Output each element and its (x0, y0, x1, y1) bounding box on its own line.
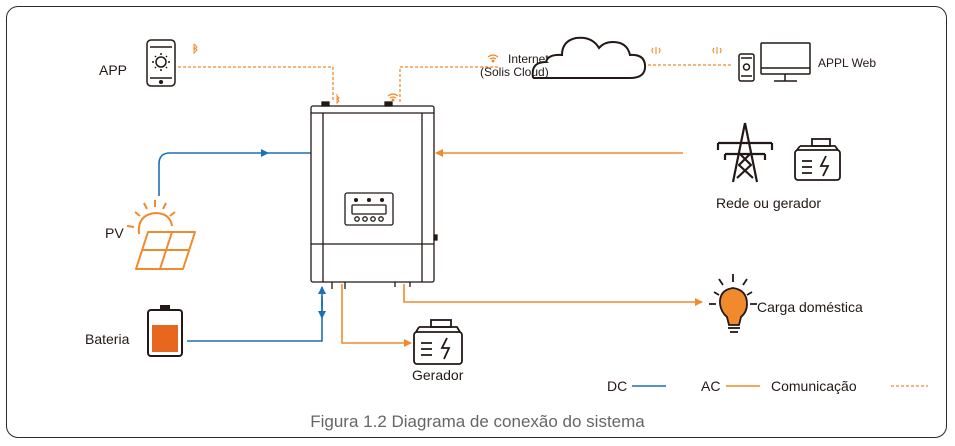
solar-panel-icon (126, 200, 196, 270)
generator-icon (794, 138, 841, 181)
cloud-icon (531, 36, 647, 79)
legend-dc-label: DC (607, 378, 628, 394)
inverter (310, 101, 438, 289)
app-comm-line (178, 66, 334, 102)
battery-dc-line (187, 296, 323, 342)
carga-label: Carga doméstica (757, 299, 863, 315)
bateria-label: Bateria (85, 331, 130, 347)
bluetooth-icon (193, 43, 340, 105)
internet-label-line2: (Solis Cloud) (480, 65, 549, 79)
wifi-icon (387, 54, 499, 102)
app-label: APP (99, 62, 128, 78)
internet-label-line1: Internet (508, 52, 549, 66)
generator-ac-line (341, 284, 412, 347)
communication-lines (178, 64, 732, 102)
pv-label: PV (105, 225, 124, 241)
rede-gerador-label: Rede ou gerador (716, 195, 822, 211)
legend-comm-label: Comunicação (771, 378, 857, 394)
generator-bottom-icon (413, 319, 463, 365)
smartphone-icon (146, 39, 176, 87)
ac-lines (341, 149, 703, 347)
light-bulb-icon (709, 274, 757, 333)
appl-web-label: APPL Web (818, 56, 877, 70)
figure-caption: Figura 1.2 Diagrama de conexão do sistem… (310, 412, 645, 431)
battery-icon (147, 305, 183, 357)
web-devices-icon (738, 42, 811, 82)
power-tower-icon (716, 122, 774, 183)
inverter-display (344, 192, 394, 226)
load-ac-line (403, 284, 703, 306)
signal-icon (651, 47, 722, 54)
internet-comm-line (399, 66, 500, 102)
legend-ac-label: AC (701, 378, 721, 394)
pv-dc-line (158, 149, 269, 196)
gerador-label: Gerador (412, 367, 464, 383)
dc-lines (158, 149, 326, 342)
